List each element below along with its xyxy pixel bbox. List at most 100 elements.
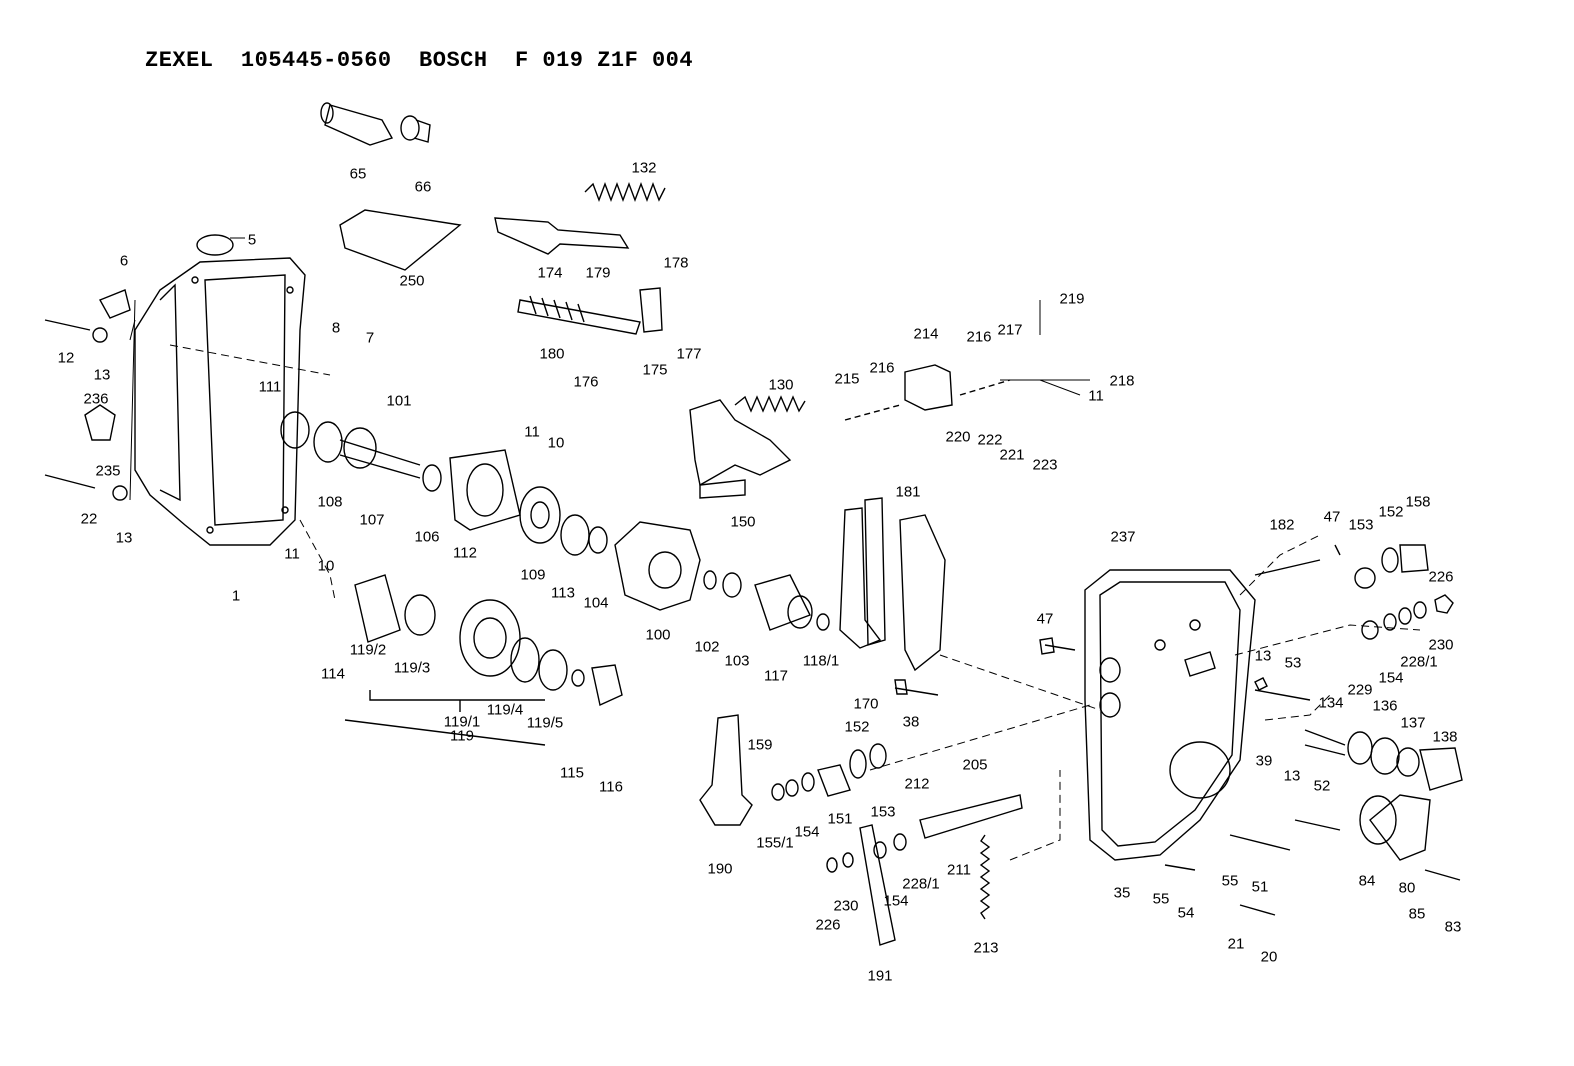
callout-label: 10: [317, 557, 335, 575]
callout-label: 226: [815, 916, 841, 934]
callout-label: 175: [642, 361, 668, 379]
part-179-shaft: [518, 288, 662, 334]
callout-label: 174: [537, 264, 563, 282]
callout-label: 52: [1313, 777, 1331, 795]
callout-label: 108: [317, 493, 343, 511]
callout-label: 104: [583, 594, 609, 612]
callout-label: 119/5: [526, 714, 564, 732]
callout-label: 115: [560, 764, 584, 782]
callout-label: 217: [997, 321, 1023, 339]
part-190-lever: [700, 715, 752, 825]
callout-label: 11: [524, 423, 540, 441]
callout-label: 85: [1408, 905, 1426, 923]
callout-label: 53: [1284, 654, 1302, 672]
part-214-block: [905, 365, 952, 410]
part-250-plate: [340, 210, 460, 270]
part-1-housing: [135, 235, 305, 545]
callout-label: 119/3: [393, 659, 431, 677]
callout-label: 180: [539, 345, 565, 363]
callout-label: 152: [1378, 503, 1404, 521]
callout-label: 8: [331, 319, 341, 337]
callout-label: 83: [1444, 918, 1462, 936]
callout-label: 237: [1110, 528, 1136, 546]
part-170-181-levers: [840, 498, 945, 670]
callout-label: 213: [973, 939, 999, 957]
callout-label: 113: [551, 584, 575, 602]
callout-label: 47: [1036, 610, 1054, 628]
callout-label: 211: [947, 861, 971, 879]
callout-label: 220: [945, 428, 971, 446]
callout-label: 137: [1400, 714, 1426, 732]
callout-label: 119/1: [443, 713, 481, 731]
callout-label: 235: [95, 462, 121, 480]
part-191-lever: [860, 825, 895, 945]
callout-label: 35: [1113, 884, 1131, 902]
callout-label: 103: [724, 652, 750, 670]
callout-label: 130: [768, 376, 794, 394]
part-174-bracket: [495, 218, 628, 254]
callout-label: 158: [1405, 493, 1431, 511]
callout-label: 55: [1221, 872, 1239, 890]
callout-label: 214: [913, 325, 939, 343]
callout-label: 13: [115, 529, 133, 547]
callout-label: 119/4: [486, 701, 524, 719]
diagram-title: ZEXEL 105445-0560 BOSCH F 019 Z1F 004: [145, 48, 694, 73]
callout-label: 5: [247, 231, 257, 249]
part-213-spring: [981, 835, 989, 919]
callout-label: 177: [676, 345, 702, 363]
callout-label: 47: [1323, 508, 1341, 526]
callout-label: 1: [231, 587, 241, 605]
callout-label: 118/1: [802, 652, 840, 670]
callout-label: 10: [547, 434, 565, 452]
callout-label: 153: [1348, 516, 1374, 534]
callout-label: 102: [694, 638, 720, 656]
callout-label: 178: [663, 254, 689, 272]
callout-label: 179: [585, 264, 611, 282]
callout-label: 51: [1251, 878, 1269, 896]
callout-label: 212: [904, 775, 930, 793]
callout-label: 150: [730, 513, 756, 531]
drive-shaft-assembly: [281, 412, 829, 630]
callout-label: 182: [1269, 516, 1295, 534]
callout-label: 190: [707, 860, 733, 878]
callout-label: 22: [80, 510, 98, 528]
callout-label: 84: [1358, 872, 1376, 890]
callout-label: 152: [844, 718, 870, 736]
callout-label: 228/1: [902, 875, 940, 893]
callout-label: 109: [520, 566, 546, 584]
gear-assembly-119: [345, 575, 622, 745]
callout-label: 221: [999, 446, 1025, 464]
callout-label: 66: [414, 178, 432, 196]
callout-label: 117: [764, 667, 788, 685]
callout-label: 38: [902, 713, 920, 731]
callout-label: 155/1: [756, 834, 794, 852]
part-237-cover: [1085, 570, 1255, 860]
callout-label: 6: [119, 252, 129, 270]
callout-label: 136: [1372, 697, 1398, 715]
callout-label: 250: [399, 272, 425, 290]
callout-label: 228/1: [1400, 653, 1438, 671]
part-130-spring: [735, 397, 805, 411]
callout-label: 154: [883, 892, 909, 910]
callout-label: 223: [1032, 456, 1058, 474]
callout-label: 111: [258, 378, 282, 396]
callout-label: 230: [833, 897, 859, 915]
callout-label: 20: [1260, 948, 1278, 966]
callout-label: 154: [1378, 669, 1404, 687]
callout-label: 100: [645, 626, 671, 644]
callout-label: 134: [1318, 694, 1344, 712]
callout-label: 39: [1255, 752, 1273, 770]
callout-label: 222: [977, 431, 1003, 449]
callout-label: 153: [870, 803, 896, 821]
callout-label: 132: [631, 159, 657, 177]
callout-label: 7: [365, 329, 375, 347]
callout-label: 116: [599, 778, 623, 796]
callout-label: 107: [359, 511, 385, 529]
callout-label: 80: [1398, 879, 1416, 897]
callout-label: 138: [1432, 728, 1458, 746]
callout-label: 226: [1428, 568, 1454, 586]
callout-label: 11: [284, 545, 300, 563]
callout-label: 176: [573, 373, 599, 391]
callout-label: 13: [1283, 767, 1301, 785]
callout-label: 219: [1059, 290, 1085, 308]
